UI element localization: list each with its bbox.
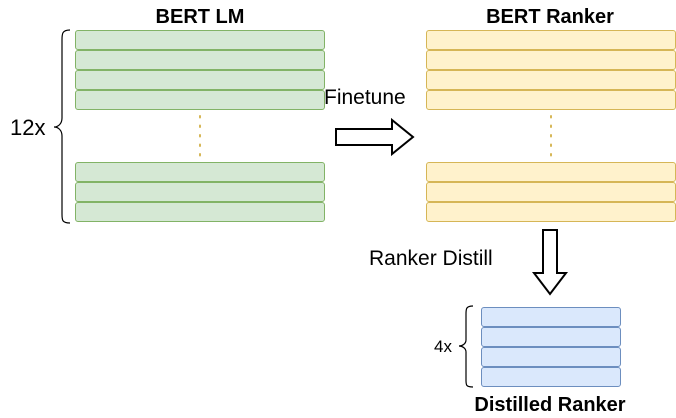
finetune-arrow: [335, 117, 415, 157]
distilled-ranker-layer: [481, 307, 621, 327]
bert-ranker-layer: [426, 90, 676, 110]
bert-ranker-layer: [426, 182, 676, 202]
bert-lm-layer: [75, 50, 325, 70]
bert-lm-title: BERT LM: [155, 6, 245, 28]
bert-ranker-title: BERT Ranker: [486, 6, 614, 28]
bert-ranker-layer: [426, 50, 676, 70]
bert-lm-layer: [75, 90, 325, 110]
bert-lm-layer: [75, 182, 325, 202]
bert-ranker-layer: [426, 162, 676, 182]
bert-lm-layer: [75, 70, 325, 90]
distill-arrow: [531, 229, 569, 296]
bert-ranker-layer: [426, 70, 676, 90]
finetune-label: Finetune: [324, 86, 406, 109]
distilled-repeat-label: 4x: [434, 337, 452, 356]
distilled-ranker-layer: [481, 327, 621, 347]
bert-ranker-layer: [426, 30, 676, 50]
bert-ranker-layer: [426, 202, 676, 222]
bert-lm-repeat-label: 12x: [10, 115, 46, 140]
distilled-ranker-title: Distilled Ranker: [474, 394, 626, 416]
bert-lm-layer: [75, 30, 325, 50]
distilled-ranker-layer: [481, 367, 621, 387]
ranker-distill-label: Ranker Distill: [369, 247, 493, 270]
bert-lm-brace: [53, 29, 71, 224]
bert-lm-layer: [75, 202, 325, 222]
bert-lm-layer: [75, 162, 325, 182]
distilled-brace: [458, 305, 474, 388]
distilled-ranker-layer: [481, 347, 621, 367]
